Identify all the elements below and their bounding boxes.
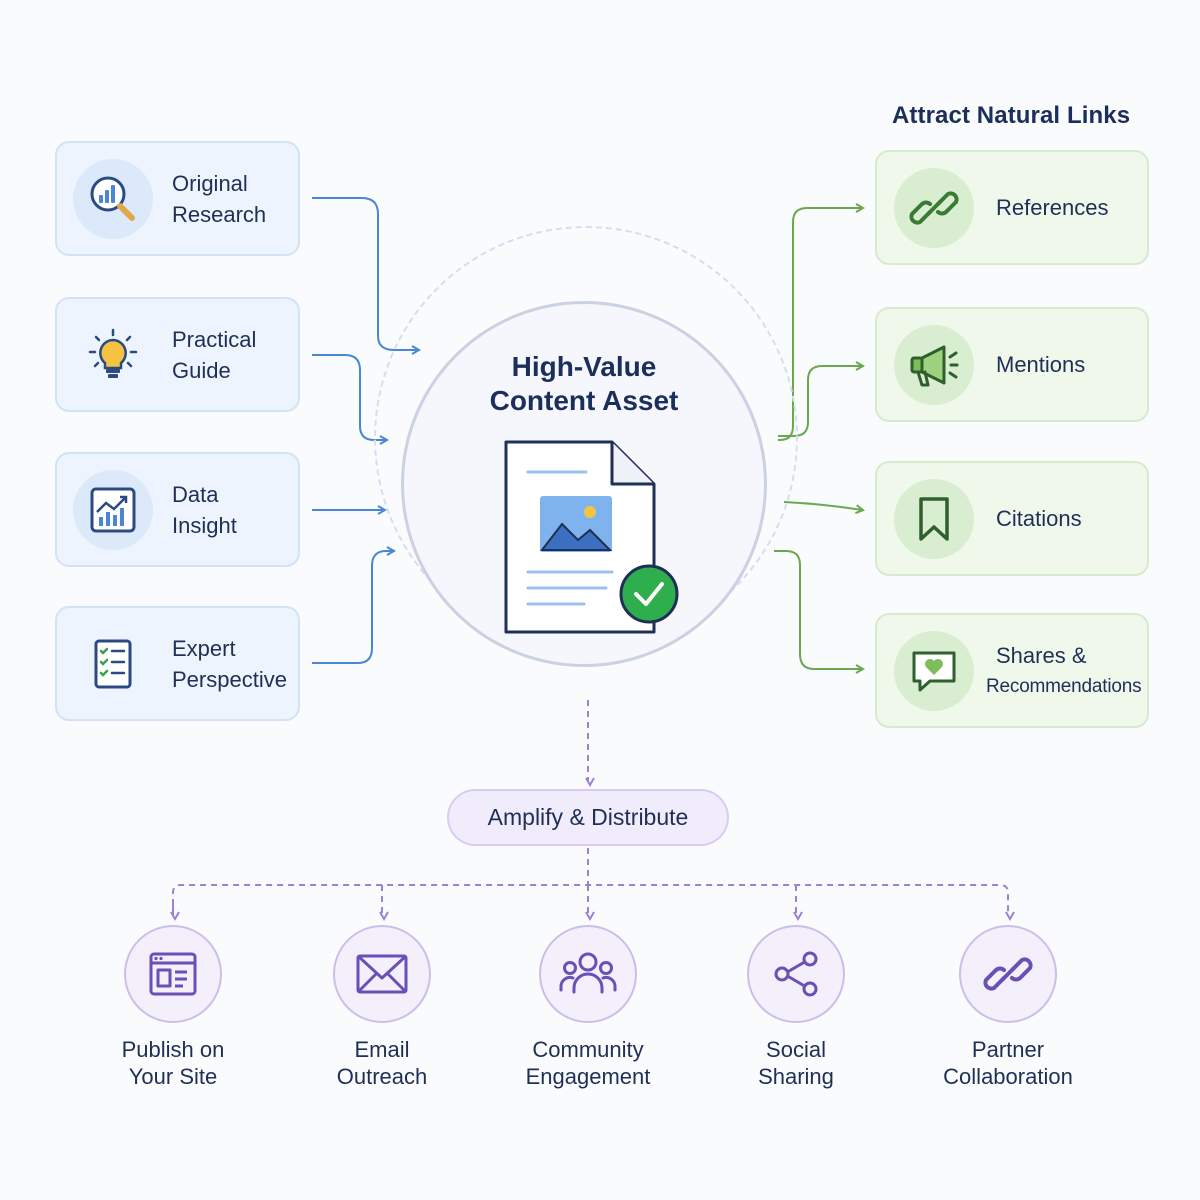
channel-label: Social Sharing [758, 1037, 834, 1089]
output-label-sub: Recommendations [986, 675, 1142, 697]
output-label-main: Shares & [996, 642, 1087, 668]
browser-window-icon [124, 925, 222, 1023]
channel-email: Email Outreach [272, 925, 492, 1090]
output-label: Mentions [996, 352, 1086, 377]
channel-publish: Publish on Your Site [63, 925, 283, 1090]
channel-label: Publish on Your Site [121, 1037, 225, 1089]
link-icon [959, 925, 1057, 1023]
channel-label: Community Engagement [525, 1037, 651, 1089]
lightbulb-icon [73, 314, 153, 395]
channel-partner: Partner Collaboration [898, 925, 1118, 1090]
bookmark-icon [894, 478, 974, 559]
chat-heart-icon [894, 630, 974, 711]
link-icon [894, 167, 974, 248]
connector-hub-to-mentions [778, 366, 862, 437]
envelope-icon [333, 925, 431, 1023]
amplify-distribute-pill: Amplify & Distribute [447, 789, 729, 846]
output-label: Shares & Recommendations [986, 609, 1142, 733]
output-card-references: References [875, 150, 1149, 265]
connector-amplify-bus [172, 884, 1008, 916]
input-card-data-insight: Data Insight [55, 452, 300, 567]
document-check-icon [504, 440, 679, 634]
checklist-icon [73, 623, 153, 704]
channel-social: Social Sharing [686, 925, 906, 1090]
outputs-title: Attract Natural Links [892, 102, 1131, 129]
output-card-citations: Citations [875, 461, 1149, 576]
hub-title: High-Value Content Asset [489, 351, 679, 416]
output-label: Citations [996, 506, 1082, 531]
connector-perspective-to-hub [312, 551, 393, 664]
output-card-mentions: Mentions [875, 307, 1149, 422]
connector-hub-to-shares [774, 550, 862, 669]
input-label: Expert Perspective [172, 635, 287, 692]
input-label: Original Research [172, 170, 267, 227]
output-label: References [996, 195, 1109, 220]
input-label: Data Insight [172, 481, 237, 538]
output-card-shares: Shares & Recommendations [875, 613, 1149, 728]
input-card-original-research: Original Research [55, 141, 300, 256]
megaphone-icon [894, 324, 974, 405]
channel-community: Community Engagement [478, 925, 698, 1090]
channel-label: Partner Collaboration [943, 1037, 1073, 1089]
channel-label: Email Outreach [336, 1037, 428, 1089]
connector-hub-to-citations [783, 501, 862, 510]
chart-trend-icon [73, 469, 153, 550]
connector-research-to-hub [312, 197, 418, 350]
research-magnifier-icon [73, 158, 153, 239]
connector-guide-to-hub [312, 354, 386, 440]
share-nodes-icon [747, 925, 845, 1023]
input-label: Practical Guide [172, 326, 257, 383]
input-card-practical-guide: Practical Guide [55, 297, 300, 412]
input-card-expert-perspective: Expert Perspective [55, 606, 300, 721]
people-group-icon [539, 925, 637, 1023]
